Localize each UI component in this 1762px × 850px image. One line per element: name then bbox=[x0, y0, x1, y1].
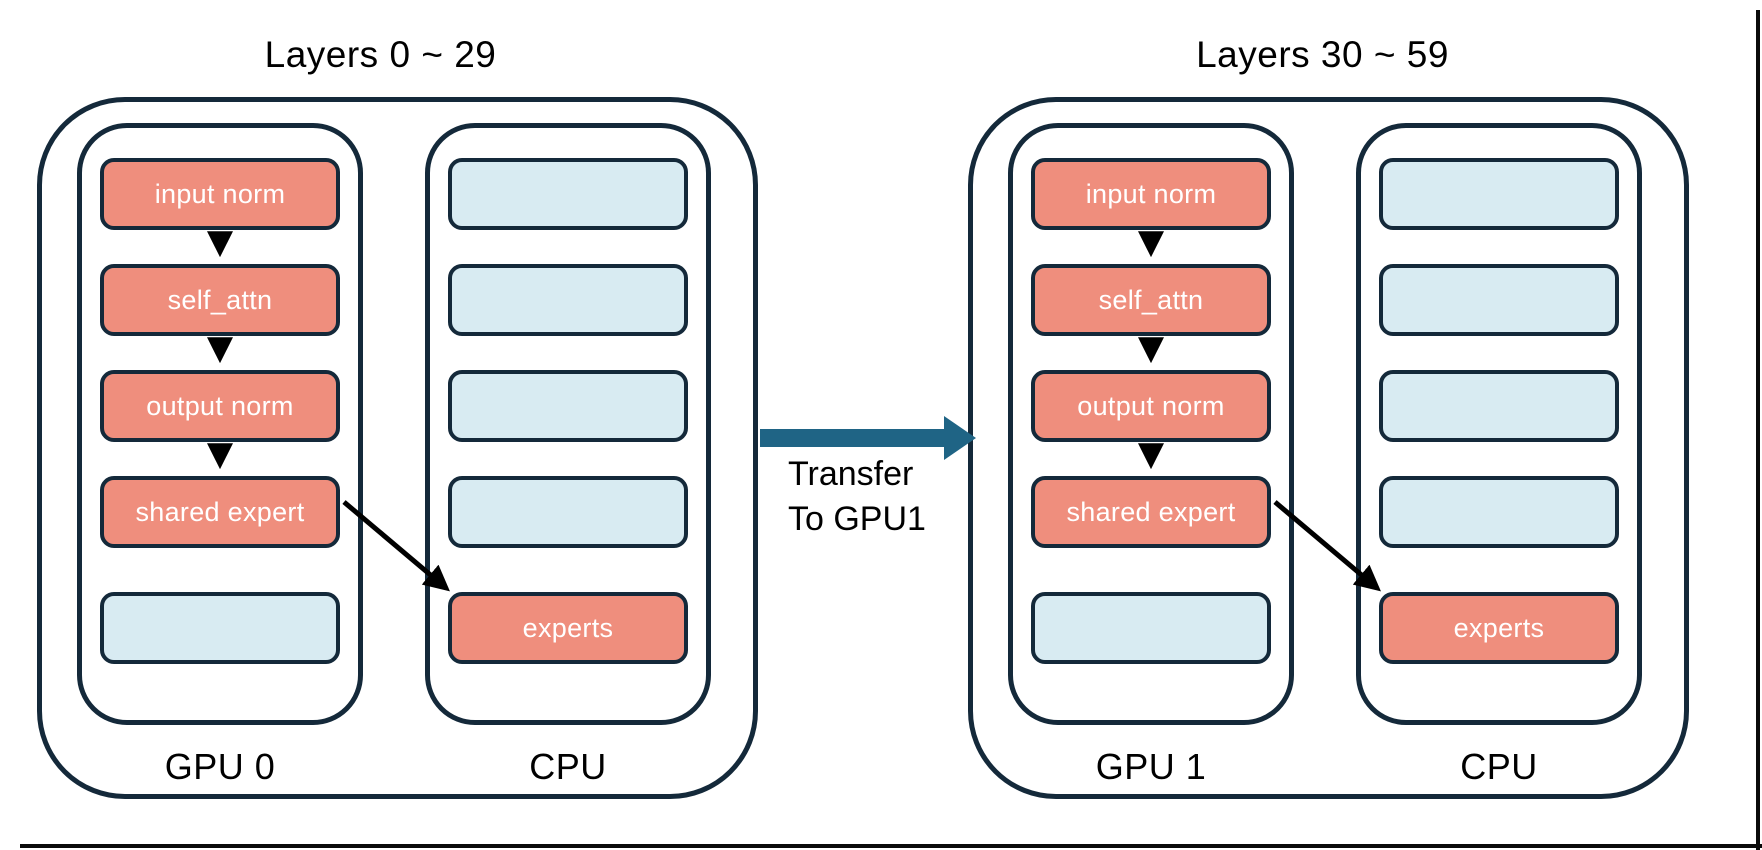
empty-slot bbox=[1379, 476, 1619, 548]
gpu1-column: input norm self_attn output norm shared … bbox=[1008, 123, 1294, 725]
empty-slot bbox=[448, 158, 688, 230]
group-layers-30-59: input norm self_attn output norm shared … bbox=[968, 97, 1689, 799]
frame-right-edge bbox=[1756, 10, 1760, 850]
layer-box-shared-expert: shared expert bbox=[100, 476, 340, 548]
empty-slot bbox=[1031, 592, 1271, 664]
gpu0-column: input norm self_attn output norm shared … bbox=[77, 123, 363, 725]
cpu-column-left: experts bbox=[425, 123, 711, 725]
cpu-column-right: experts bbox=[1356, 123, 1642, 725]
transfer-caption-line2: To GPU1 bbox=[788, 500, 926, 538]
gpu-label: GPU 0 bbox=[164, 746, 276, 787]
layer-box-shared-expert: shared expert bbox=[1031, 476, 1271, 548]
empty-slot bbox=[1379, 158, 1619, 230]
empty-slot bbox=[100, 592, 340, 664]
group-layers-0-29: input norm self_attn output norm shared … bbox=[37, 97, 758, 799]
layer-box-self-attn: self_attn bbox=[1031, 264, 1271, 336]
layer-box-experts: experts bbox=[1379, 592, 1619, 664]
layer-box-output-norm: output norm bbox=[1031, 370, 1271, 442]
layer-box-experts: experts bbox=[448, 592, 688, 664]
layer-box-input-norm: input norm bbox=[100, 158, 340, 230]
layers-range-title-left: Layers 0 ~ 29 bbox=[264, 34, 497, 75]
gpu-label: GPU 1 bbox=[1095, 746, 1207, 787]
layer-box-input-norm: input norm bbox=[1031, 158, 1271, 230]
layers-range-title-right: Layers 30 ~ 59 bbox=[1196, 34, 1449, 75]
empty-slot bbox=[448, 370, 688, 442]
empty-slot bbox=[448, 264, 688, 336]
empty-slot bbox=[1379, 264, 1619, 336]
empty-slot bbox=[1379, 370, 1619, 442]
cpu-label: CPU bbox=[1460, 746, 1538, 787]
frame-bottom-edge bbox=[20, 844, 1762, 848]
layer-box-self-attn: self_attn bbox=[100, 264, 340, 336]
transfer-caption-line1: Transfer bbox=[788, 455, 914, 493]
empty-slot bbox=[448, 476, 688, 548]
transfer-caption: Transfer To GPU1 bbox=[788, 452, 968, 542]
cpu-label: CPU bbox=[529, 746, 607, 787]
layer-box-output-norm: output norm bbox=[100, 370, 340, 442]
